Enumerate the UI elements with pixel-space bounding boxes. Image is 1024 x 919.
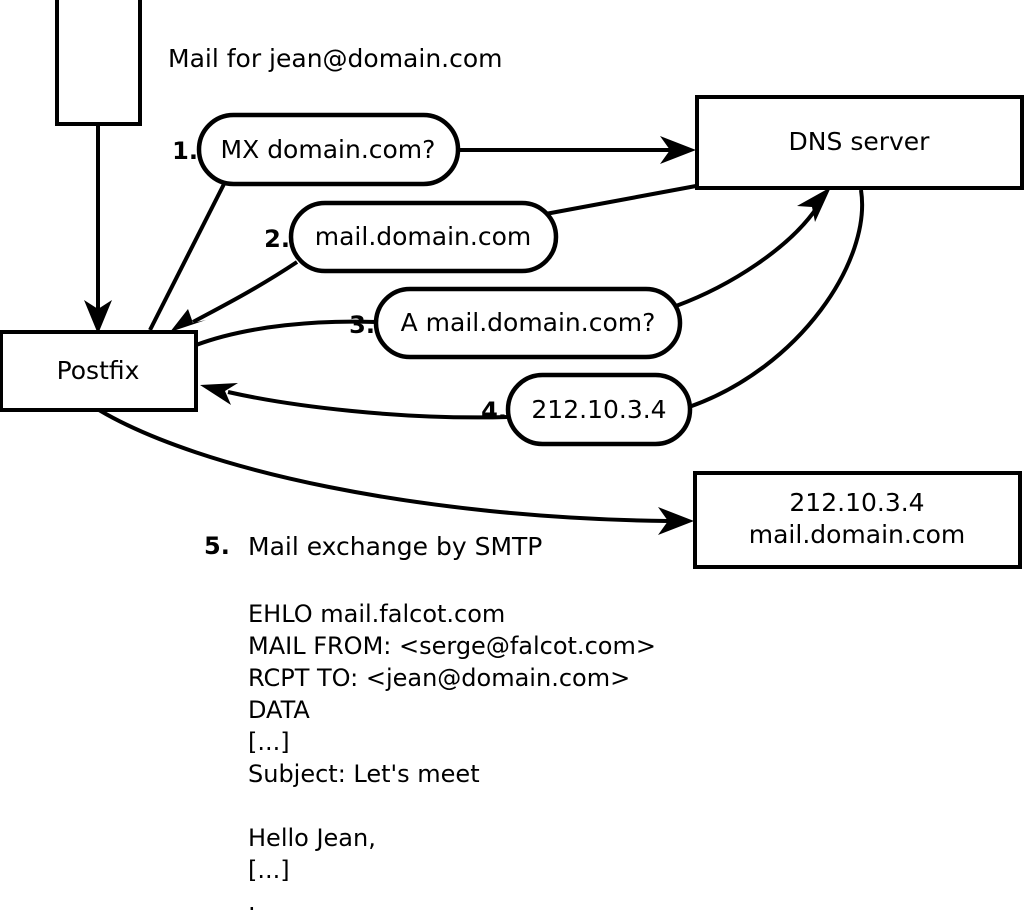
smtp-transcript-line: RCPT TO: <jean@domain.com>: [248, 664, 631, 692]
edge-step3-pill-to-dns: [675, 187, 831, 308]
edge-step3-postfix-to-pill: [195, 319, 377, 347]
node-mail-server[interactable]: 212.10.3.4 mail.domain.com: [693, 471, 1022, 569]
smtp-transcript-line: Hello Jean,: [248, 824, 376, 852]
node-sender-box[interactable]: [55, 0, 142, 126]
arrowhead-step1-dns: [660, 136, 696, 164]
step-3-label: A mail.domain.com?: [401, 308, 656, 337]
edge-step4-dns-to-pill: [688, 189, 865, 409]
edge-step2-dns-to-pill: [539, 184, 697, 217]
smtp-transcript-line: Subject: Let's meet: [248, 760, 480, 788]
arrowhead-sender-postfix: [84, 300, 112, 334]
arrowhead-step2-postfix: [170, 309, 206, 332]
node-dns-server[interactable]: DNS server: [695, 95, 1024, 190]
step-4[interactable]: 4. 212.10.3.4: [481, 372, 693, 447]
edge-step2-pill-to-postfix: [170, 260, 299, 332]
caption-mail-for-recipient: Mail for jean@domain.com: [168, 44, 503, 73]
arrowhead-step5-mailserver: [658, 507, 694, 535]
smtp-transcript-line: [...]: [248, 856, 290, 884]
edge-step1-pill-to-dns: [458, 136, 696, 164]
edge-sender-to-postfix: [84, 124, 112, 334]
step-4-pill[interactable]: [505, 372, 693, 447]
step-3-pill[interactable]: [373, 286, 683, 360]
smtp-transcript-line: MAIL FROM: <serge@falcot.com>: [248, 632, 656, 660]
step-2-number: 2.: [264, 225, 290, 253]
node-dns-server-box[interactable]: [695, 95, 1024, 190]
step-1[interactable]: 1. MX domain.com?: [172, 112, 461, 187]
step-5-number: 5.: [204, 532, 230, 560]
step-1-label: MX domain.com?: [221, 135, 436, 164]
smtp-transcript-line: DATA: [248, 696, 310, 724]
step-3[interactable]: 3. A mail.domain.com?: [349, 286, 683, 360]
step-2[interactable]: 2. mail.domain.com: [264, 200, 559, 274]
edge-step5-postfix-to-mailserver: [97, 408, 694, 535]
step-3-number: 3.: [349, 311, 375, 339]
node-mail-server-hostname: mail.domain.com: [749, 520, 965, 549]
step-2-pill[interactable]: [288, 200, 559, 274]
smtp-transcript-line: EHLO mail.falcot.com: [248, 600, 506, 628]
node-mail-server-box[interactable]: [693, 471, 1022, 569]
smtp-transcript-line: .: [248, 888, 256, 916]
edge-step1-postfix-to-pill: [148, 183, 226, 331]
node-mail-server-ip: 212.10.3.4: [789, 488, 924, 517]
step-2-label: mail.domain.com: [315, 222, 531, 251]
step-4-number: 4.: [481, 397, 507, 425]
step-1-number: 1.: [172, 137, 198, 165]
arrowhead-step4-postfix: [200, 383, 238, 405]
node-postfix-box[interactable]: [0, 330, 198, 412]
arrowhead-step3-dns: [797, 187, 831, 222]
step-5-label: Mail exchange by SMTP: [248, 532, 543, 561]
step-1-pill[interactable]: [196, 112, 461, 187]
smtp-transcript-line: [248, 790, 656, 822]
edge-step4-pill-to-postfix: [200, 383, 509, 420]
smtp-transcript-line: [...]: [248, 728, 290, 756]
node-postfix-label: Postfix: [57, 356, 140, 385]
node-dns-server-label: DNS server: [789, 127, 931, 156]
node-postfix[interactable]: Postfix: [0, 330, 198, 412]
step-4-label: 212.10.3.4: [531, 395, 666, 424]
